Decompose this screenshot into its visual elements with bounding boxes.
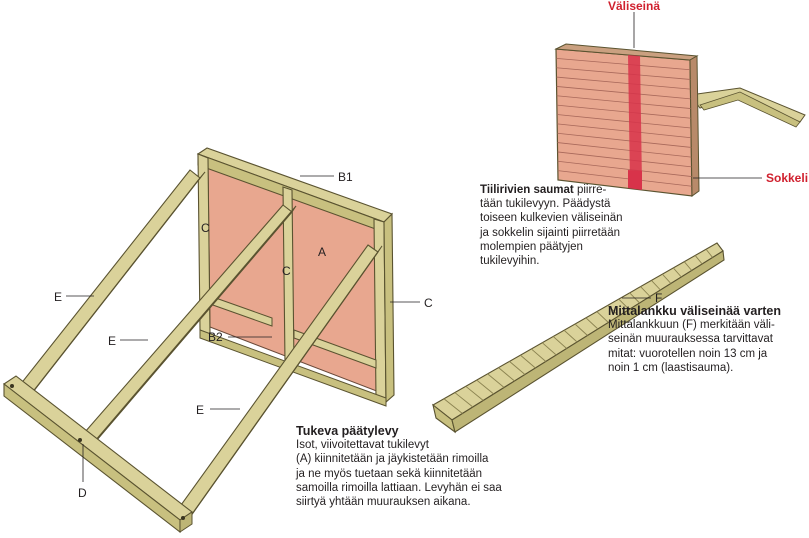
brick-row-line: [557, 142, 692, 158]
plank-tick: [705, 248, 713, 258]
plank-tick: [563, 329, 578, 343]
label-sokkeli: Sokkeli: [766, 171, 808, 185]
label-e-mid: E: [108, 334, 116, 348]
label-d: D: [78, 486, 87, 500]
plank-tick: [443, 398, 463, 414]
plank-tick: [683, 261, 693, 271]
label-c-left: C: [201, 221, 210, 235]
note-sturdy-end-board-body: Isot, viivoitettavat tukilevyt (A) kiinn…: [296, 439, 502, 509]
note-brick-joints-body: piirre- tään tukilevyyn. Päädystä toisee…: [480, 184, 623, 268]
plank-tick: [476, 379, 494, 395]
note-measuring-plank-title: Mittalankku väliseinää varten: [608, 304, 781, 318]
brick-row-line: [556, 76, 691, 90]
label-c-right: C: [424, 296, 433, 310]
brick-row-line: [557, 123, 692, 139]
brick-row-line: [556, 104, 691, 119]
floor-batten-d: [3, 375, 193, 521]
plank-tick: [662, 273, 672, 284]
note-brick-joints-lead: Tiilirivien saumat: [480, 184, 574, 196]
brick-row-line: [557, 160, 692, 177]
label-f: F: [655, 291, 662, 305]
plank-tick: [465, 385, 484, 401]
marked-end-board: [554, 43, 806, 197]
brick-row-line: [556, 95, 691, 109]
plank-tick: [498, 367, 515, 382]
plank-tick: [531, 348, 547, 362]
plank-tick: [552, 336, 567, 349]
brick-row-line: [557, 132, 692, 148]
plank-tick: [509, 361, 526, 375]
plank-tick: [651, 280, 661, 291]
brick-row-line: [556, 86, 691, 100]
plank-tick: [640, 286, 651, 297]
note-measuring-plank-body: Mittalankkuun (F) merkitään väli- seinän…: [608, 319, 775, 374]
plank-tick: [618, 298, 630, 310]
measuring-plank: [432, 242, 725, 434]
plank-tick: [672, 267, 682, 278]
plank-tick: [487, 373, 505, 388]
support-frame: [3, 147, 395, 534]
note-sturdy-end-board-title: Tukeva päätylevy: [296, 424, 399, 438]
brick-row-line: [556, 114, 692, 129]
brick-row-line: [556, 57, 691, 71]
plank-tick: [694, 255, 703, 265]
plinth-mark: [628, 170, 642, 190]
plank-tick: [541, 342, 557, 356]
brick-row-line: [557, 151, 692, 168]
plank-tick: [520, 354, 536, 369]
plank-tick: [585, 317, 599, 330]
brace-e-top: [15, 169, 201, 399]
plank-tick: [454, 392, 474, 408]
note-brick-joints: Tiilirivien saumat piirre- tään tukilevy…: [480, 183, 650, 268]
label-e-low: E: [196, 403, 204, 417]
label-a: A: [318, 245, 326, 259]
brick-row-line: [557, 170, 692, 187]
plank-tick: [607, 304, 620, 317]
label-valiseina: Väliseinä: [608, 0, 660, 13]
label-b1: B1: [338, 170, 353, 184]
label-c-middle: C: [282, 264, 291, 278]
plank-tick: [574, 323, 588, 336]
plank-tick: [596, 311, 609, 323]
brick-row-line: [556, 67, 691, 80]
partition-wall-mark: [628, 55, 642, 184]
label-e-top: E: [54, 290, 62, 304]
label-b2: B2: [208, 330, 223, 344]
